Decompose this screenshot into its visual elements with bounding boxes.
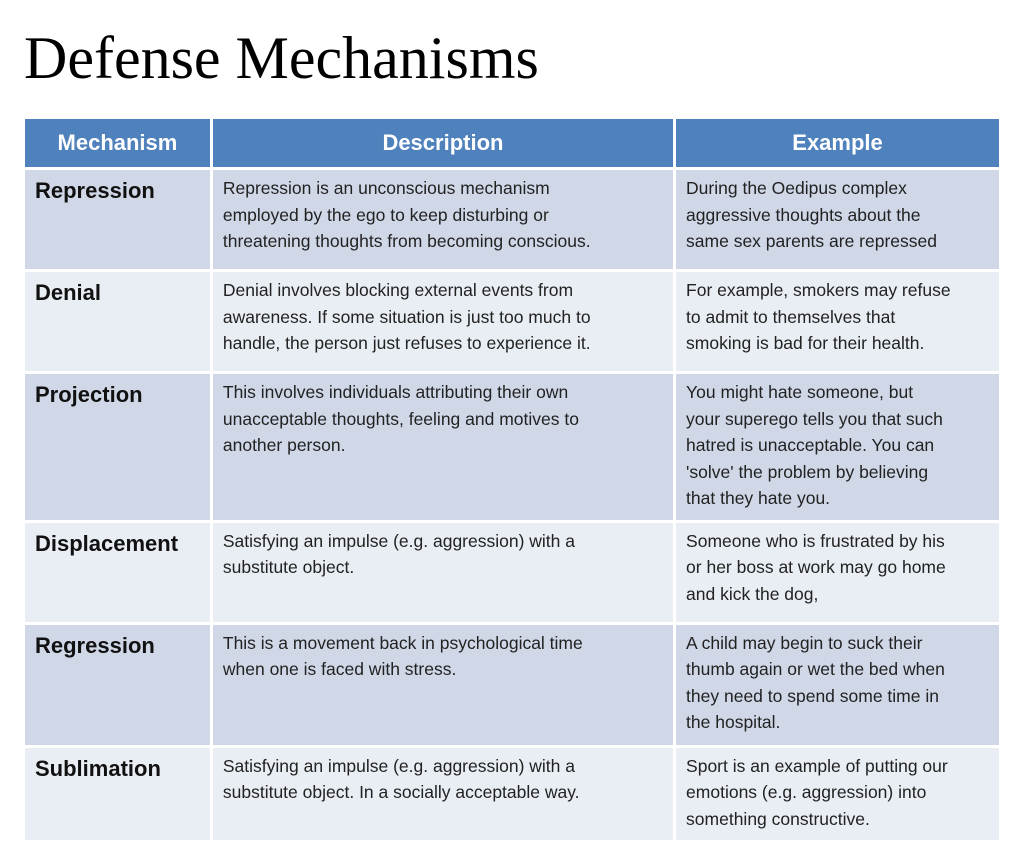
description-cell: Repression is an unconscious mechanism e… xyxy=(209,167,677,272)
example-cell: During the Oedipus complex aggressive th… xyxy=(673,167,1002,272)
mechanism-cell: Displacement xyxy=(22,519,213,625)
table-row: Projection This involves individuals att… xyxy=(22,371,1002,523)
mechanism-cell: Projection xyxy=(22,371,213,523)
description-cell: Satisfying an impulse (e.g. aggression) … xyxy=(209,519,677,625)
description-cell: This involves individuals attributing th… xyxy=(209,371,677,523)
defense-mechanisms-table: Mechanism Description Example Repression… xyxy=(22,116,1002,843)
description-cell: This is a movement back in psychological… xyxy=(209,621,677,748)
description-cell: Denial involves blocking external events… xyxy=(209,269,677,374)
page-title: Defense Mechanisms xyxy=(24,25,539,91)
table-row: Repression Repression is an unconscious … xyxy=(22,167,1002,272)
table-row: Regression This is a movement back in ps… xyxy=(22,621,1002,748)
table-row: Denial Denial involves blocking external… xyxy=(22,269,1002,374)
header-example: Example xyxy=(673,116,1002,170)
example-cell: Sport is an example of putting our emoti… xyxy=(673,744,1002,843)
example-cell: For example, smokers may refuse to admit… xyxy=(673,269,1002,374)
table-row: Sublimation Satisfying an impulse (e.g. … xyxy=(22,744,1002,843)
example-cell: Someone who is frustrated by his or her … xyxy=(673,519,1002,625)
table-header-row: Mechanism Description Example xyxy=(22,116,1002,170)
mechanism-cell: Repression xyxy=(22,167,213,272)
header-mechanism: Mechanism xyxy=(22,116,213,170)
mechanism-cell: Regression xyxy=(22,621,213,748)
description-cell: Satisfying an impulse (e.g. aggression) … xyxy=(209,744,677,843)
example-cell: A child may begin to suck their thumb ag… xyxy=(673,621,1002,748)
mechanism-cell: Denial xyxy=(22,269,213,374)
table-row: Displacement Satisfying an impulse (e.g.… xyxy=(22,519,1002,625)
example-cell: You might hate someone, but your supereg… xyxy=(673,371,1002,523)
header-description: Description xyxy=(209,116,677,170)
mechanism-cell: Sublimation xyxy=(22,744,213,843)
